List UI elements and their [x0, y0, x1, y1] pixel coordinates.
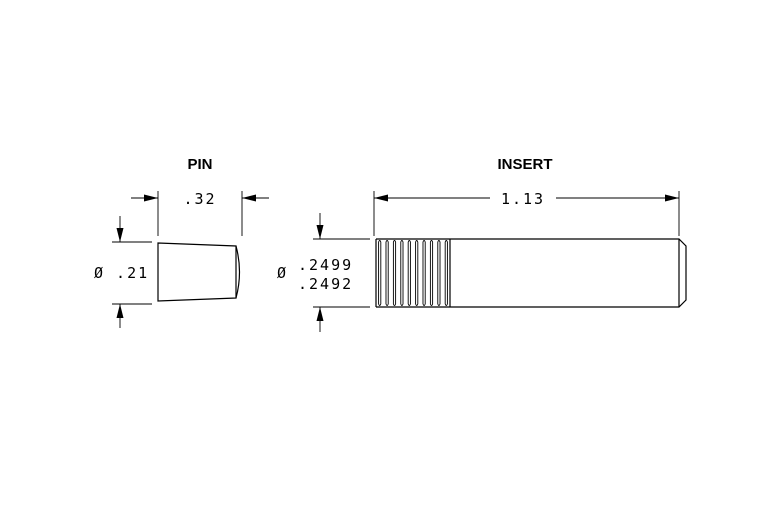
insert-diameter-max: .2499 — [298, 256, 353, 274]
pin-length-label: .32 — [183, 190, 216, 208]
insert-length-dimension: 1.13 — [373, 190, 680, 236]
knurl-groove — [407, 240, 411, 306]
pin-title: PIN — [187, 156, 212, 173]
insert-knurl-grooves — [375, 239, 448, 307]
insert-diameter-symbol: Ø — [277, 264, 288, 282]
knurl-groove — [422, 240, 426, 306]
knurl-groove — [444, 240, 448, 306]
knurl-groove — [385, 240, 389, 306]
pin-diameter-label: Ø .21 — [94, 264, 149, 282]
pin-body — [157, 242, 241, 302]
insert-diameter-dimension: Ø .2499 .2492 — [277, 213, 370, 332]
knurl-groove — [400, 240, 404, 306]
knurl-groove — [437, 240, 441, 306]
knurl-groove — [392, 240, 397, 306]
insert-title: INSERT — [497, 156, 552, 173]
knurl-groove — [415, 240, 419, 306]
knurl-groove — [378, 240, 382, 306]
insert-length-label: 1.13 — [501, 190, 545, 208]
insert-body — [375, 238, 687, 308]
insert-diameter-min: .2492 — [298, 275, 353, 293]
knurl-groove — [429, 240, 434, 306]
pin-diameter-dimension: Ø .21 — [94, 216, 152, 328]
pin-length-dimension: .32 — [131, 190, 269, 236]
